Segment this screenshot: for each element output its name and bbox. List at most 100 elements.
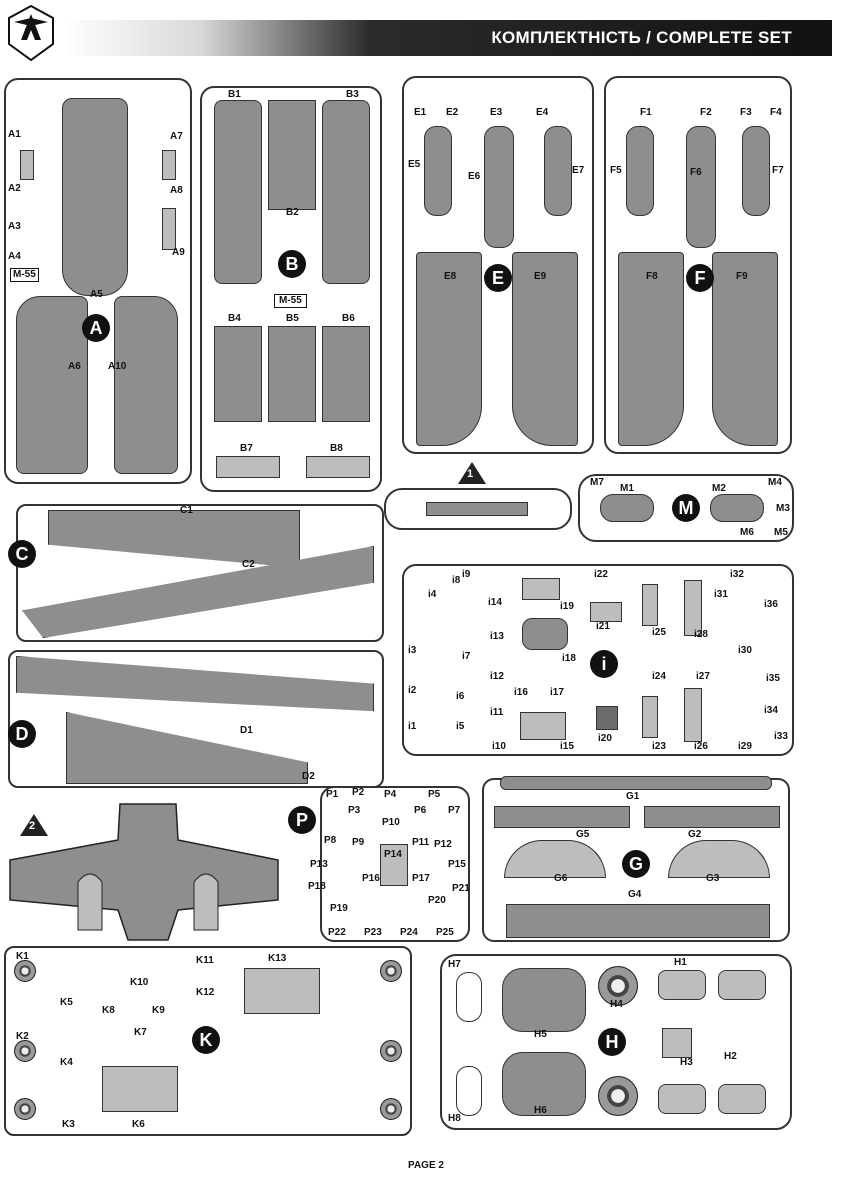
label-m6: M6: [740, 527, 754, 538]
sprue-d: D1 D2: [8, 650, 384, 788]
part-c2: [22, 546, 374, 638]
label-i19: i19: [560, 601, 574, 612]
badge-h: H: [598, 1028, 626, 1056]
label-a8: A8: [170, 185, 183, 196]
label-i6: i6: [456, 691, 465, 702]
label-h2: H2: [724, 1051, 737, 1062]
label-p21: P21: [452, 883, 470, 894]
label-p18: P18: [308, 881, 326, 892]
sprue-m: M1 M2 M3 M4 M5 M6 M7 M: [578, 474, 794, 542]
part-i28: [684, 580, 702, 636]
sprue-1: [384, 488, 572, 530]
label-p20: P20: [428, 895, 446, 906]
label-p4: P4: [384, 789, 397, 800]
label-p5: P5: [428, 789, 441, 800]
label-e9: E9: [534, 271, 547, 282]
part-m2: [710, 494, 764, 522]
part-h6: [502, 1052, 586, 1116]
label-i2: i2: [408, 685, 417, 696]
part-b4: [214, 326, 262, 422]
part-b3: [322, 100, 370, 284]
label-d2: D2: [302, 771, 315, 782]
label-g1: G1: [626, 791, 640, 802]
label-i7: i7: [462, 651, 471, 662]
label-i16: i16: [514, 687, 528, 698]
part-h3: [662, 1028, 692, 1058]
part-b2: [268, 100, 316, 210]
label-p7: P7: [448, 805, 461, 816]
part-h8: [456, 1066, 482, 1116]
label-i17: i17: [550, 687, 564, 698]
label-i14: i14: [488, 597, 502, 608]
part-i15: [520, 712, 566, 740]
part-h5: [502, 968, 586, 1032]
marker-1: 1: [458, 462, 486, 484]
part-a6: [16, 296, 88, 474]
label-m7: M7: [590, 477, 604, 488]
part-m1: [600, 494, 654, 522]
part-g5: [494, 806, 630, 828]
label-f9: F9: [736, 271, 748, 282]
label-a10: A10: [108, 361, 127, 372]
label-i32: i32: [730, 569, 744, 580]
label-i36: i36: [764, 599, 778, 610]
label-f3: F3: [740, 107, 752, 118]
label-p13: P13: [310, 859, 328, 870]
label-e2: E2: [446, 107, 459, 118]
label-c1: C1: [180, 505, 193, 516]
label-i26: i26: [694, 741, 708, 752]
part-f5: [626, 126, 654, 216]
part-b6: [322, 326, 370, 422]
part-h1-b: [718, 970, 766, 1000]
label-p15: P15: [448, 859, 466, 870]
part-g3: [668, 840, 770, 878]
label-p6: P6: [414, 805, 427, 816]
label-f1: F1: [640, 107, 652, 118]
badge-b: B: [278, 250, 306, 278]
label-p23: P23: [364, 927, 382, 938]
label-i3: i3: [408, 645, 417, 656]
marker-2-label: 2: [29, 820, 36, 832]
label-i34: i34: [764, 705, 778, 716]
label-h7: H7: [448, 959, 461, 970]
part-i20: [596, 706, 618, 730]
part-a8: [162, 150, 176, 180]
label-i11: i11: [490, 707, 504, 718]
part-g2: [644, 806, 780, 828]
tag-b: M-55: [274, 294, 307, 308]
label-p19: P19: [330, 903, 348, 914]
label-m3: M3: [776, 503, 790, 514]
label-b5: B5: [286, 313, 299, 324]
label-d1: D1: [240, 725, 253, 736]
part-f7: [742, 126, 770, 216]
label-a1: A1: [8, 129, 21, 140]
tag-a: M-55: [10, 268, 39, 282]
label-e1: E1: [414, 107, 427, 118]
wheel-k2-a: [14, 1040, 36, 1062]
label-p9: P9: [352, 837, 365, 848]
part-h7: [456, 972, 482, 1022]
marker-2: 2: [20, 814, 48, 836]
label-k4: K4: [60, 1057, 73, 1068]
label-b7: B7: [240, 443, 253, 454]
part-e7: [544, 126, 572, 216]
sprue-g: G1 G2 G3 G4 G5 G6 G: [482, 776, 790, 942]
badge-i: i: [590, 650, 618, 678]
label-h8: H8: [448, 1113, 461, 1124]
label-b1: B1: [228, 89, 241, 100]
part-i19: [522, 578, 560, 600]
label-i23: i23: [652, 741, 666, 752]
label-f2: F2: [700, 107, 712, 118]
label-i18: i18: [562, 653, 576, 664]
label-e3: E3: [490, 107, 503, 118]
part-f9: [712, 252, 778, 446]
badge-p: P: [288, 806, 316, 834]
label-h3: H3: [680, 1057, 693, 1068]
label-f6: F6: [690, 167, 702, 178]
label-e6: E6: [468, 171, 481, 182]
label-m2: M2: [712, 483, 726, 494]
label-k3: K3: [62, 1119, 75, 1130]
wheel-k1-d: [380, 1098, 402, 1120]
badge-d: D: [8, 720, 36, 748]
label-p3: P3: [348, 805, 361, 816]
